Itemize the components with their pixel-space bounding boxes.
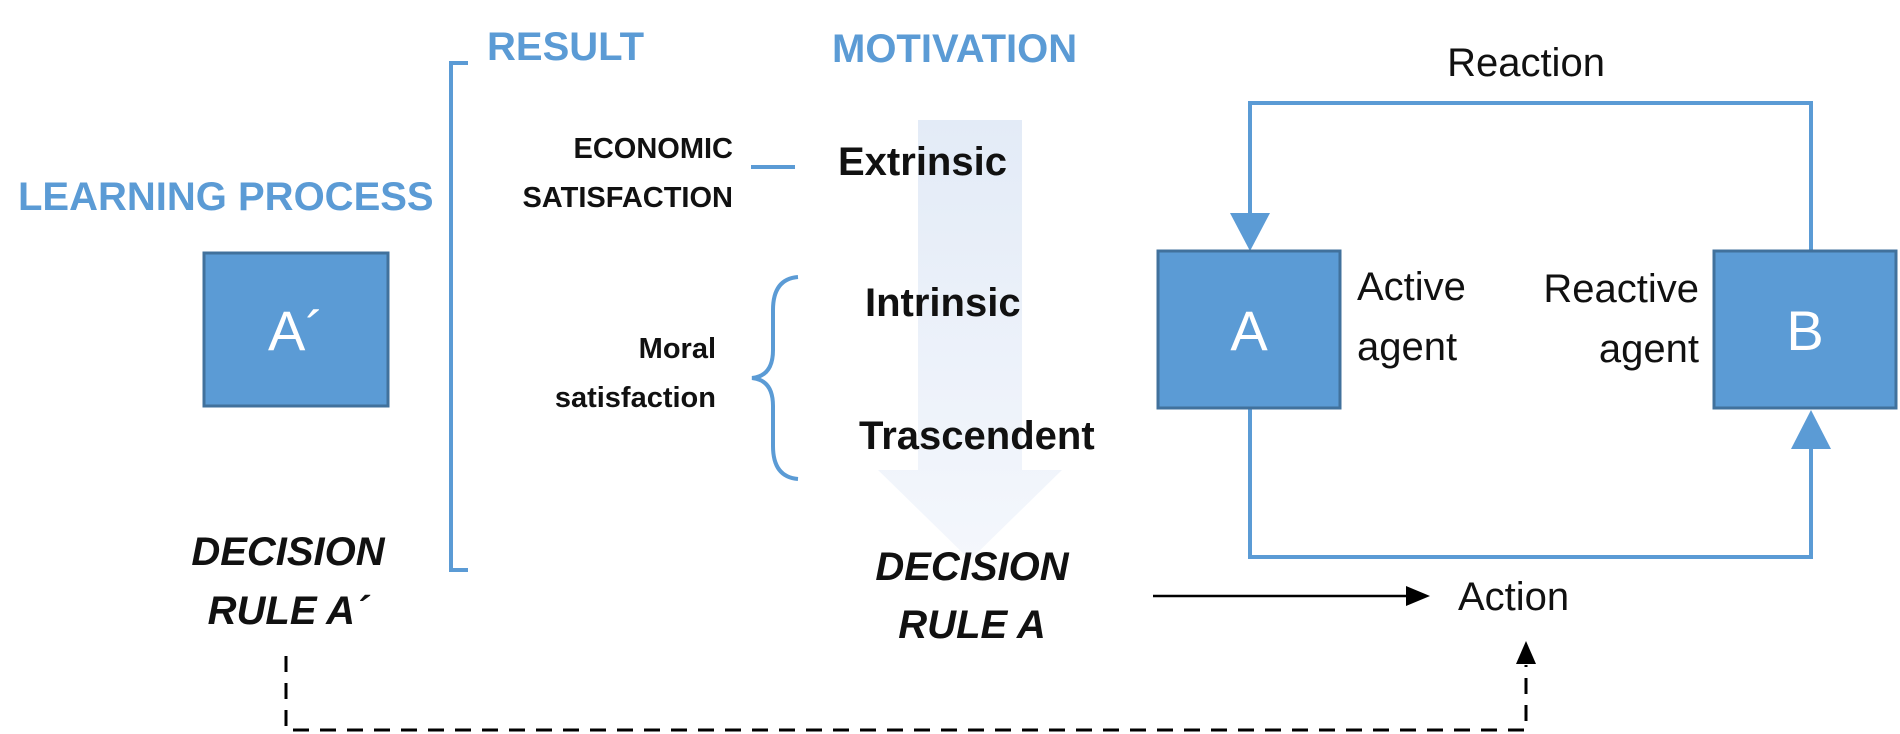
moral-label-line2: satisfaction xyxy=(555,382,716,414)
active-agent-line1: Active xyxy=(1357,265,1466,309)
motivation-flow-arrow xyxy=(878,120,1062,560)
moral-curly-brace xyxy=(751,275,799,481)
box-b-label: B xyxy=(1786,299,1823,362)
action-loop-arrow-head xyxy=(1791,410,1831,449)
action-arrow-head xyxy=(1406,586,1430,606)
reaction-arrow-head xyxy=(1230,213,1270,251)
decision-rule-a-prime-line2: RULE A´ xyxy=(208,589,371,633)
action-loop-line xyxy=(1248,409,1813,559)
reactive-agent-line1: Reactive xyxy=(1543,267,1699,311)
motivation-extrinsic: Extrinsic xyxy=(838,140,1007,184)
motivation-trascendent: Trascendent xyxy=(859,414,1095,458)
box-a xyxy=(1156,249,1342,410)
box-a-prime xyxy=(202,251,390,408)
reaction-label: Reaction xyxy=(1447,41,1605,85)
decision-rule-a-line2: RULE A xyxy=(898,603,1045,647)
box-a-label: A xyxy=(1230,299,1268,362)
dashed-feedback-line xyxy=(284,656,1528,732)
result-heading: RESULT xyxy=(487,25,644,69)
motivation-intrinsic: Intrinsic xyxy=(865,281,1021,325)
active-agent-line2: agent xyxy=(1357,325,1457,369)
reaction-loop-line xyxy=(1248,101,1813,250)
result-bracket xyxy=(449,61,468,572)
action-label: Action xyxy=(1458,575,1569,619)
moral-label-line1: Moral xyxy=(639,333,716,365)
decision-rule-a-prime-line1: DECISION xyxy=(191,530,385,574)
economic-label-line2: SATISFACTION xyxy=(522,182,733,214)
reactive-agent-line2: agent xyxy=(1599,327,1699,371)
motivation-heading: MOTIVATION xyxy=(832,27,1077,71)
decision-rule-a-line1: DECISION xyxy=(875,545,1069,589)
box-b xyxy=(1712,249,1898,410)
economic-label-line1: ECONOMIC xyxy=(574,133,734,165)
box-a-prime-label: A´ xyxy=(268,299,324,362)
dashed-feedback-arrow-head xyxy=(1516,641,1536,664)
learning-process-heading: LEARNING PROCESS xyxy=(18,175,434,219)
